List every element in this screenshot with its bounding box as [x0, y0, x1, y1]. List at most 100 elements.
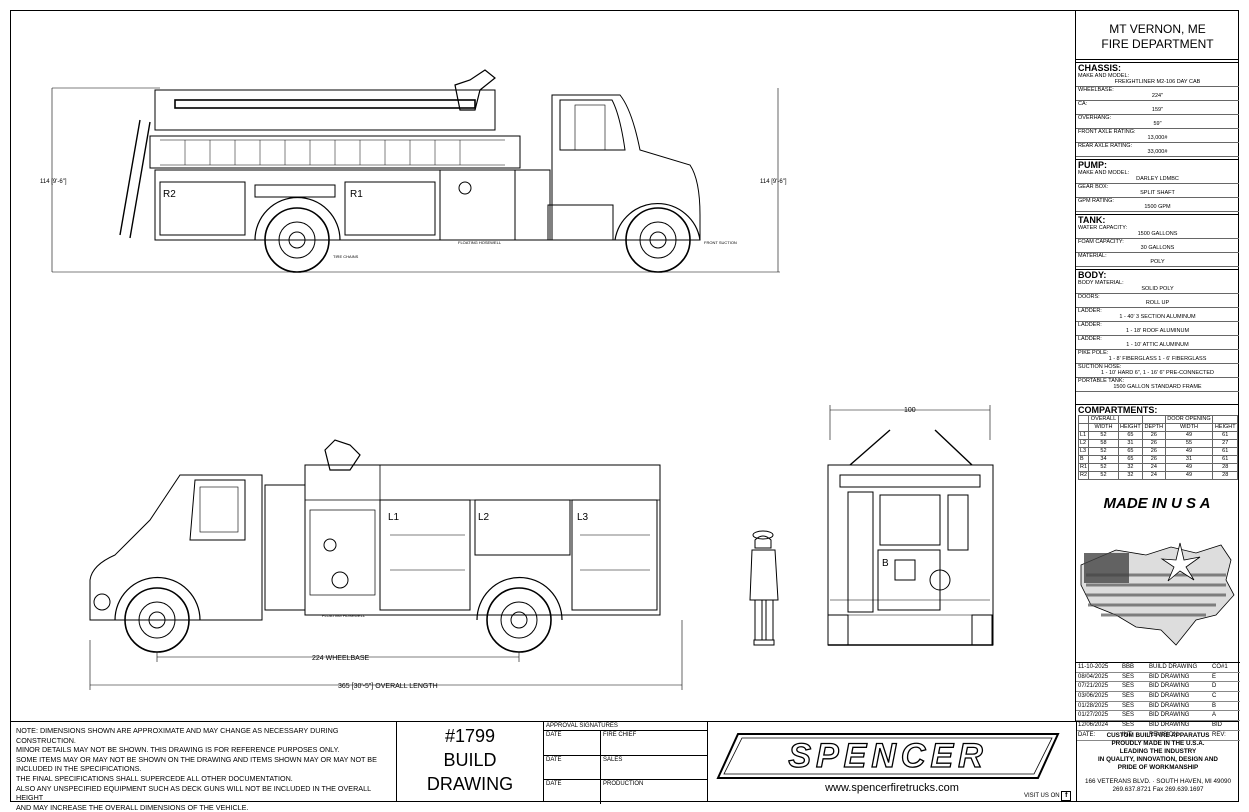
spec-value: POLY	[1150, 259, 1165, 265]
approval-role-label: SALES	[603, 756, 623, 763]
compartment-cell	[1142, 415, 1166, 424]
spec-row: LADDER:1 - 10' ATTIC ALUMINUM	[1076, 336, 1239, 350]
approval-date-label: DATE	[544, 755, 601, 779]
spec-row: FRONT AXLE RATING: 13,000#	[1076, 129, 1239, 143]
spec-value: 224"	[1151, 93, 1164, 99]
compartment-cell: 52	[1088, 431, 1119, 440]
spec-value: 30 GALLONS	[1140, 245, 1175, 251]
compartment-cell: 49	[1164, 463, 1214, 472]
floating-hosewell-label-top: FLOATING HOSEWELL	[458, 240, 502, 245]
spec-row: GPM RATING:1500 GPM	[1076, 198, 1239, 212]
compartments-title: COMPARTMENTS:	[1076, 404, 1239, 415]
spec-row: BODY MATERIAL:SOLID POLY	[1076, 280, 1239, 294]
spec-key: PIKE POLE:	[1078, 350, 1109, 356]
revision-cell: C	[1212, 693, 1217, 700]
compartment-cell	[1077, 423, 1090, 432]
compartment-cell: 55	[1164, 439, 1214, 448]
approval-date-label: DATE	[544, 780, 601, 804]
spec-key: PORTABLE TANK:	[1078, 378, 1125, 384]
approval-title: APPROVAL SIGNATURES	[544, 722, 707, 731]
compartment-cell: 49	[1164, 431, 1214, 440]
revision-cell: 11-10-2025	[1078, 664, 1109, 670]
compartment-cell: 61	[1212, 447, 1238, 456]
spec-value: 1 - 18' ROOF ALUMINUM	[1125, 328, 1190, 334]
spec-panel: MT VERNON, ME FIRE DEPARTMENT CHASSIS: MA…	[1075, 10, 1240, 741]
compartment-cell: L1	[1077, 431, 1090, 440]
revision-cell: BID DRAWING	[1149, 712, 1190, 719]
spec-row: GEAR BOX: SPLIT SHAFT	[1076, 184, 1239, 198]
note-line: THE FINAL SPECIFICATIONS SHALL SUPERCEDE…	[16, 773, 293, 783]
note-line: SOME ITEMS MAY OR MAY NOT BE SHOWN ON TH…	[16, 754, 377, 764]
compartment-cell	[1212, 415, 1238, 424]
spec-section-title: TANK:	[1076, 214, 1239, 225]
compartment-cell: 52	[1088, 447, 1119, 456]
compartment-cell: L2	[1077, 439, 1090, 448]
spec-section-title: CHASSIS:	[1076, 62, 1239, 73]
usa-flag-map-icon	[1080, 542, 1235, 646]
overall-length-dimension: 365 [30'-5"] OVERALL LENGTH	[338, 683, 438, 690]
spec-value: 33,000#	[1147, 149, 1168, 155]
website-link[interactable]: www.spencerfiretrucks.com	[825, 782, 959, 794]
spec-row: WHEELBASE:224"	[1076, 87, 1239, 101]
compartment-cell: 31	[1117, 439, 1144, 448]
spec-value: SPLIT SHAFT	[1140, 190, 1175, 196]
spec-row: MATERIAL:POLY	[1076, 253, 1239, 267]
side-view-left	[89, 439, 683, 690]
spec-key: GEAR BOX:	[1078, 184, 1109, 190]
compartment-cell: 28	[1212, 463, 1238, 472]
compartment-cell: OVERALL	[1088, 415, 1119, 424]
spec-key: CA:	[1078, 101, 1088, 107]
note-line: ALSO ANY UNSPECIFIED EQUIPMENT SUCH AS D…	[16, 783, 371, 803]
revision-cell: 08/04/2025	[1078, 673, 1109, 680]
compartment-label-b: B	[882, 558, 889, 569]
department-line1: MT VERNON, ME	[1109, 22, 1206, 36]
revision-cell: BID DRAWING	[1149, 702, 1190, 709]
compartment-cell: WIDTH	[1164, 423, 1214, 432]
spencer-logo-block: SPENCER www.spencerfiretrucks.com VISIT …	[708, 722, 1076, 802]
revision-cell: 01/28/2025	[1078, 702, 1109, 709]
visit-us-label: VISIT US ON f	[1024, 791, 1072, 801]
wheelbase-dimension: 224 WHEELBASE	[312, 655, 370, 662]
spec-row: SUCTION HOSE:1 - 10' HARD 6", 1 - 16' 6"…	[1076, 364, 1239, 378]
department-line2: FIRE DEPARTMENT	[1101, 37, 1214, 51]
spec-value: 1500 GPM	[1144, 204, 1171, 210]
compartment-cell: 26	[1142, 431, 1166, 440]
spec-value: 1 - 10' ATTIC ALUMINUM	[1126, 342, 1189, 348]
front-suction-label: FRONT SUCTION	[704, 240, 737, 245]
compartment-cell: 27	[1212, 439, 1238, 448]
spec-key: FRONT AXLE RATING:	[1078, 129, 1136, 135]
spec-row: OVERHANG:59"	[1076, 115, 1239, 129]
revision-cell: A	[1212, 712, 1217, 719]
compartment-cell: 32	[1117, 471, 1144, 480]
compartment-cell: L3	[1077, 447, 1090, 456]
facebook-icon[interactable]: f	[1061, 791, 1072, 801]
company-address: 166 VETERANS BLVD. · SOUTH HAVEN, MI 490…	[1084, 778, 1232, 785]
rear-view	[827, 405, 994, 646]
revision-cell: E	[1212, 673, 1217, 680]
spec-value: FREIGHTLINER M2-106 DAY CAB	[1114, 79, 1201, 85]
revision-cell: 01/27/2025	[1078, 712, 1109, 719]
revision-cell: BID DRAWING	[1149, 693, 1190, 700]
revision-cell: SES	[1122, 712, 1135, 719]
made-in-usa-title: MADE IN U S A	[1103, 495, 1211, 512]
height-dimension-right: 114 [9'-6"]	[760, 179, 787, 185]
compartment-cell: 61	[1212, 455, 1238, 464]
company-tagline: IN QUALITY, INNOVATION, DESIGN AND	[1098, 756, 1218, 763]
spec-row: DOORS:ROLL UP	[1076, 294, 1239, 308]
spec-value: 13,000#	[1147, 135, 1168, 141]
spec-row: PORTABLE TANK:1500 GALLON STANDARD FRAME	[1076, 378, 1239, 392]
